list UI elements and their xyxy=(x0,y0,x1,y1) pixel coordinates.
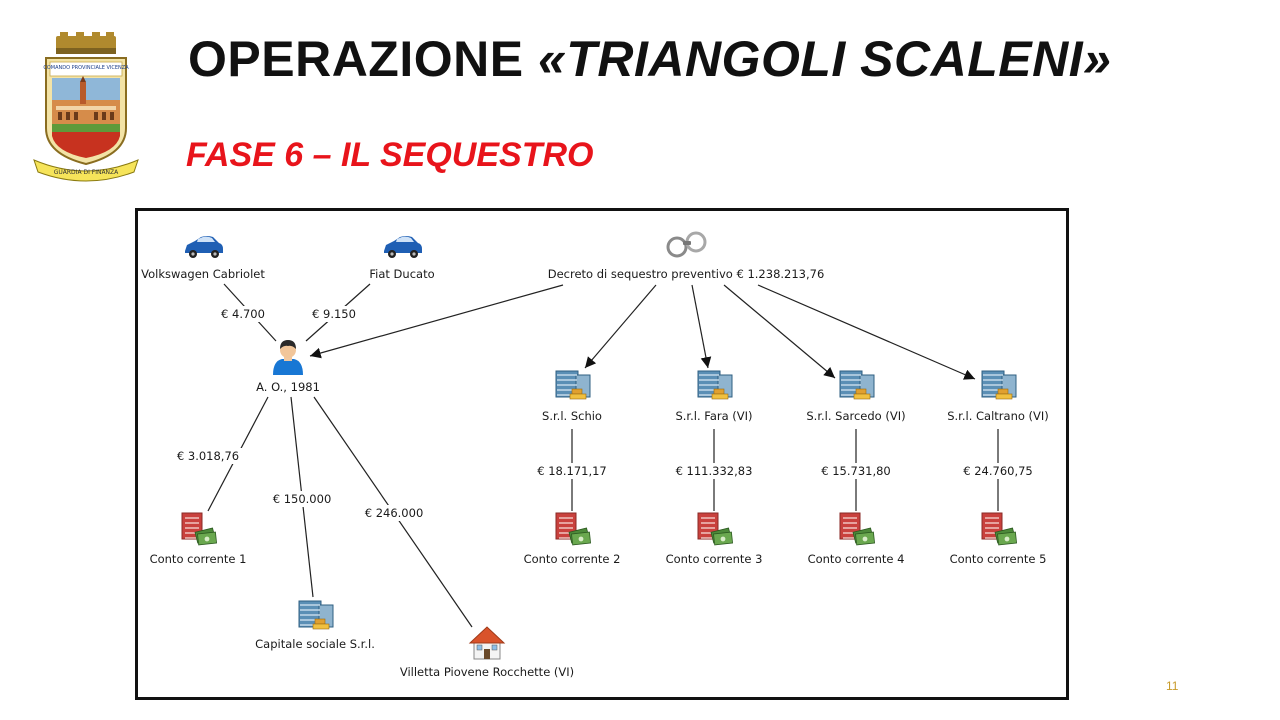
node-villetta: Villetta Piovene Rocchette (VI) xyxy=(400,626,574,679)
company-building-icon xyxy=(839,370,875,400)
node-label: Decreto di sequestro preventivo € 1.238.… xyxy=(548,267,825,281)
edge-decreto-to-srl-sarcedo xyxy=(723,284,836,379)
node-label: S.r.l. Sarcedo (VI) xyxy=(806,409,905,423)
node-label: Volkswagen Cabriolet xyxy=(141,267,265,281)
node-label: Conto corrente 1 xyxy=(150,552,247,566)
edge-label-background xyxy=(305,306,363,322)
edge-label-background xyxy=(214,306,272,322)
node-volkswagen: Volkswagen Cabriolet xyxy=(141,236,265,281)
bank-account-icon xyxy=(555,512,592,546)
edge-line xyxy=(691,284,712,369)
node-srl-fara: S.r.l. Fara (VI) xyxy=(675,370,753,423)
node-label: S.r.l. Caltrano (VI) xyxy=(947,409,1049,423)
edge-person-to-capitale: € 150.000 xyxy=(266,396,338,598)
page-number: 11 xyxy=(1166,679,1179,693)
node-conto-5: Conto corrente 5 xyxy=(950,512,1047,566)
handcuffs-icon xyxy=(666,231,707,258)
node-label: Fiat Ducato xyxy=(369,267,434,281)
edge-label-background xyxy=(813,463,899,479)
node-person: A. O., 1981 xyxy=(256,340,320,394)
crest-text-top: COMANDO PROVINCIALE VICENZA xyxy=(43,65,129,71)
company-building-icon xyxy=(555,370,591,400)
edge-label-background xyxy=(358,505,430,521)
edge-label-background xyxy=(955,463,1041,479)
node-label: Capitale sociale S.r.l. xyxy=(255,637,375,651)
edge-amount-label: € 24.760,75 xyxy=(963,464,1033,478)
node-conto-3: Conto corrente 3 xyxy=(666,512,763,566)
node-conto-1: Conto corrente 1 xyxy=(150,512,247,566)
company-building-icon xyxy=(981,370,1017,400)
edge-fiat-to-person: € 9.150 xyxy=(305,283,371,342)
edge-amount-label: € 15.731,80 xyxy=(821,464,891,478)
edge-label-background xyxy=(169,448,247,464)
edge-line xyxy=(757,284,976,380)
edge-line xyxy=(309,284,564,359)
edge-person-to-villetta: € 246.000 xyxy=(313,396,473,628)
edge-label-background xyxy=(529,463,615,479)
node-label: A. O., 1981 xyxy=(256,380,320,394)
edge-srl-fara-to-conto-3: € 111.332,83 xyxy=(667,429,761,511)
nodes-layer: Volkswagen Cabriolet Fiat Ducato Decreto d… xyxy=(141,231,1049,679)
edge-amount-label: € 18.171,17 xyxy=(537,464,607,478)
node-decreto: Decreto di sequestro preventivo € 1.238.… xyxy=(548,231,825,281)
company-building-icon xyxy=(298,600,334,630)
node-label: Villetta Piovene Rocchette (VI) xyxy=(400,665,574,679)
bank-account-icon xyxy=(181,512,218,546)
edge-label-background xyxy=(667,463,761,479)
edge-srl-caltrano-to-conto-5: € 24.760,75 xyxy=(955,429,1041,511)
edge-amount-label: € 4.700 xyxy=(221,307,265,321)
bank-account-icon xyxy=(839,512,876,546)
node-label: S.r.l. Fara (VI) xyxy=(675,409,752,423)
node-srl-caltrano: S.r.l. Caltrano (VI) xyxy=(947,370,1049,423)
edge-decreto-to-srl-fara xyxy=(691,284,712,369)
node-label: Conto corrente 3 xyxy=(666,552,763,566)
node-label: Conto corrente 2 xyxy=(524,552,621,566)
edge-label-background xyxy=(266,491,338,507)
edge-amount-label: € 111.332,83 xyxy=(676,464,753,478)
edge-srl-sarcedo-to-conto-4: € 15.731,80 xyxy=(813,429,899,511)
node-srl-sarcedo: S.r.l. Sarcedo (VI) xyxy=(806,370,906,423)
edge-amount-label: € 150.000 xyxy=(273,492,332,506)
edge-decreto-to-person xyxy=(309,284,564,359)
node-label: S.r.l. Schio xyxy=(542,409,602,423)
car-icon xyxy=(185,236,223,258)
edge-amount-label: € 246.000 xyxy=(365,506,424,520)
node-capitale: Capitale sociale S.r.l. xyxy=(255,600,375,651)
node-conto-2: Conto corrente 2 xyxy=(524,512,621,566)
seizure-network-diagram: € 4.700 € 9.150 € 3.018,76 € 150.000 € 246.0… xyxy=(141,231,1049,679)
guardia-di-finanza-crest-logo: COMANDO PROVINCIALE VICENZA GUARDIA DI F… xyxy=(32,32,140,182)
node-srl-schio: S.r.l. Schio xyxy=(542,370,602,423)
node-label: Conto corrente 4 xyxy=(808,552,905,566)
crest-ribbon-text: GUARDIA DI FINANZA xyxy=(54,169,119,176)
car-icon xyxy=(384,236,422,258)
person-icon xyxy=(273,340,303,375)
edge-person-to-conto-1: € 3.018,76 xyxy=(169,396,269,512)
slide-subtitle: FASE 6 – IL SEQUESTRO xyxy=(186,136,594,174)
edge-decreto-to-srl-caltrano xyxy=(757,284,976,380)
edge-line xyxy=(584,284,657,369)
house-icon xyxy=(468,626,506,660)
edge-line xyxy=(723,284,836,379)
bank-account-icon xyxy=(697,512,734,546)
diagram-frame: € 4.700 € 9.150 € 3.018,76 € 150.000 € 246.0… xyxy=(135,208,1069,700)
edge-srl-schio-to-conto-2: € 18.171,17 xyxy=(529,429,615,511)
bank-account-icon xyxy=(981,512,1018,546)
title-main: OPERAZIONE xyxy=(188,31,538,87)
edges-layer: € 4.700 € 9.150 € 3.018,76 € 150.000 € 246.0… xyxy=(169,283,1041,628)
title-italic: «TRIANGOLI SCALENI» xyxy=(537,31,1112,87)
company-building-icon xyxy=(697,370,733,400)
node-fiat: Fiat Ducato xyxy=(369,236,435,281)
edge-decreto-to-srl-schio xyxy=(584,284,657,369)
node-conto-4: Conto corrente 4 xyxy=(808,512,905,566)
slide-title: OPERAZIONE «TRIANGOLI SCALENI» xyxy=(188,30,1111,88)
node-label: Conto corrente 5 xyxy=(950,552,1047,566)
edge-amount-label: € 9.150 xyxy=(312,307,356,321)
edge-volkswagen-to-person: € 4.700 xyxy=(214,283,277,342)
edge-amount-label: € 3.018,76 xyxy=(177,449,239,463)
